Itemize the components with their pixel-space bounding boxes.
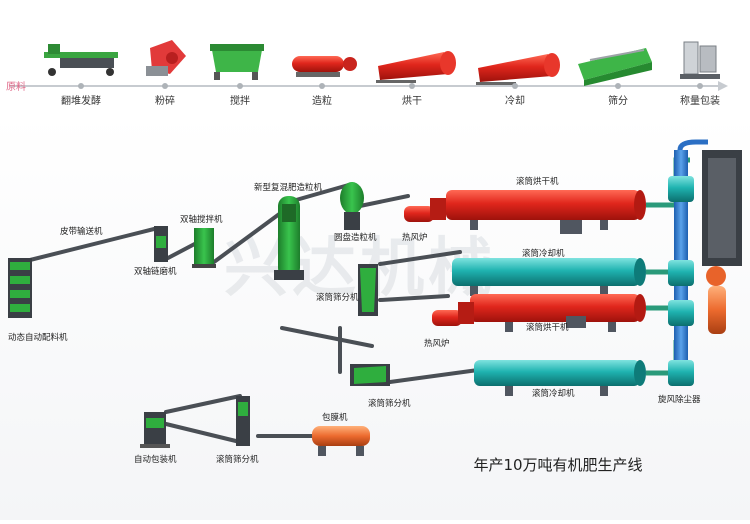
label-drum-screener-3: 滚筒筛分机	[216, 454, 259, 465]
step-dot-4	[319, 83, 325, 89]
label-drum-screener-2: 滚筒筛分机	[368, 398, 411, 409]
drum-cooler-2	[474, 360, 646, 396]
label-double-shaft-mixer: 双轴搅拌机	[180, 214, 223, 225]
label-hot-stove-2: 热风炉	[424, 338, 450, 349]
production-line-caption: 年产10万吨有机肥生产线	[473, 456, 642, 474]
compound-granulator	[274, 196, 304, 280]
belt-conveyor-1	[20, 226, 160, 264]
step-dot-2	[162, 83, 168, 89]
chain-mill-machine	[154, 226, 168, 262]
step-label-5: 烘干	[402, 95, 422, 107]
belt-conveyor-5	[358, 194, 410, 208]
packing-scale-icon	[680, 41, 720, 79]
auto-packing-machine	[140, 412, 170, 448]
hot-air-stove-1	[404, 198, 446, 222]
disc-granulator	[340, 182, 364, 230]
label-chain-mill: 双轴链磨机	[134, 266, 177, 277]
step-label-6: 冷却	[505, 94, 525, 107]
label-drum-screener-1: 滚筒筛分机	[316, 292, 359, 303]
label-belt-conveyor: 皮带输送机	[60, 226, 103, 237]
label-drum-cooler-1: 滚筒冷却机	[522, 248, 565, 259]
hot-air-stove-2	[432, 302, 474, 326]
mixer-icon	[210, 44, 264, 80]
conveyors	[20, 182, 480, 444]
label-coating: 包膜机	[322, 412, 348, 423]
granulator-icon	[292, 56, 357, 77]
label-new-granulator: 新型复混肥造粒机	[254, 182, 323, 193]
label-auto-packing: 自动包装机	[134, 454, 177, 465]
label-drum-dryer-1: 滚筒烘干机	[516, 176, 559, 187]
turner-machine-icon	[44, 44, 118, 76]
drum-dryer-2	[470, 294, 646, 332]
step-dot-8	[697, 83, 703, 89]
process-strip: 原料 翻堆发酵 粉碎 搅拌	[6, 40, 728, 107]
drum-screener-3	[236, 396, 250, 446]
label-disc-granulator: 圆盘造粒机	[334, 232, 377, 243]
label-hot-stove-1: 热风炉	[402, 232, 428, 243]
coating-machine	[312, 426, 370, 456]
label-drum-cooler-2: 滚筒冷却机	[532, 388, 575, 399]
label-drum-dryer-2: 滚筒烘干机	[526, 322, 569, 333]
dryer-drum-icon	[376, 51, 456, 83]
drum-screener-1	[358, 264, 378, 316]
step-label-2: 粉碎	[155, 94, 175, 107]
belt-conveyor-11	[164, 394, 242, 414]
dust-removal-tower	[702, 150, 742, 334]
process-arrow-head	[718, 81, 728, 91]
belt-conveyor-7	[378, 294, 450, 302]
process-start-label: 原料	[6, 80, 26, 93]
belt-conveyor-3	[212, 210, 284, 264]
step-label-3: 搅拌	[230, 94, 250, 107]
step-dot-3	[237, 83, 243, 89]
belt-conveyor-4	[294, 182, 354, 202]
step-label-1: 翻堆发酵	[61, 94, 101, 107]
belt-conveyor-9	[388, 368, 480, 384]
belt-conveyor-8	[280, 326, 374, 348]
step-label-8: 称量包装	[680, 94, 720, 107]
drum-dryer-1	[446, 190, 646, 234]
cyclone-dust-collector	[668, 139, 708, 386]
step-label-4: 造粒	[312, 94, 332, 107]
drum-screener-2	[350, 364, 390, 386]
drum-cooler-1	[452, 258, 646, 296]
dynamic-batching-machine	[8, 258, 32, 318]
belt-conveyor-12	[164, 422, 242, 444]
step-dot-6	[512, 83, 518, 89]
step-label-7: 筛分	[608, 94, 628, 107]
step-dot-5	[409, 83, 415, 89]
step-dot-1	[78, 83, 84, 89]
label-dynamic-batching: 动态自动配料机	[8, 332, 68, 343]
belt-conveyor-6	[378, 250, 462, 266]
label-cyclone: 旋风除尘器	[658, 394, 701, 405]
cooler-drum-icon	[476, 53, 560, 85]
equipment-labels: 动态自动配料机 皮带输送机 双轴链磨机 双轴搅拌机 新型复混肥造粒机 圆盘造粒机…	[8, 176, 701, 465]
crusher-icon	[146, 40, 186, 76]
step-dot-7	[615, 83, 621, 89]
screener-icon	[578, 48, 652, 86]
double-shaft-mixer	[192, 228, 216, 268]
